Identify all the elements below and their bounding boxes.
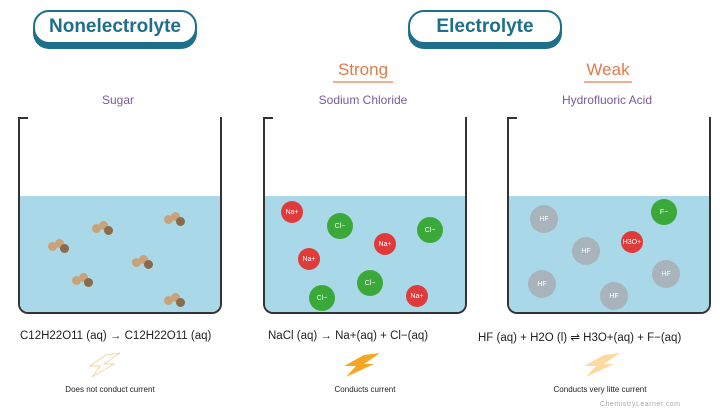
nacl-equation: NaCl (aq) → Na+(aq) + Cl−(aq)	[268, 330, 429, 342]
sodium-ion: Na+	[406, 285, 428, 307]
sugar-equation: C12H22O11 (aq) → C12H22O11 (aq)	[20, 330, 212, 342]
hydrofluoric-acid-label: Hydrofluoric Acid	[561, 93, 653, 107]
sugar-molecule	[164, 212, 186, 226]
chloride-ion: Cl−	[357, 270, 383, 296]
sodium-ion: Na+	[281, 201, 303, 223]
nonelectrolyte-header: Nonelectrolyte	[33, 10, 197, 44]
hf-molecule: HF	[572, 237, 600, 265]
chloride-ion: Cl−	[327, 213, 353, 239]
current-bolt-icon	[344, 353, 380, 377]
water	[20, 196, 220, 312]
hf-conductivity-note: Conducts very litte current	[553, 385, 647, 394]
hf-equation: HF (aq) + H2O (l) ⇌ H3O+(aq) + F−(aq)	[478, 332, 682, 344]
chloride-ion: Cl−	[417, 217, 443, 243]
watermark: ChemistryLearner.com	[600, 401, 681, 408]
fluoride-ion: F−	[651, 199, 677, 225]
sodium-ion: Na+	[374, 233, 396, 255]
weak-subheader: Weak	[584, 60, 632, 83]
hf-molecule: HF	[528, 270, 556, 298]
hf-molecule: HF	[652, 260, 680, 288]
sugar-molecule	[72, 273, 94, 287]
hf-beaker: HF HF H3O+ F− HF HF HF	[507, 117, 711, 314]
sugar-beaker	[18, 117, 222, 314]
hf-molecule: HF	[530, 205, 558, 233]
hf-molecule: HF	[600, 282, 628, 310]
hydronium-ion: H3O+	[621, 231, 643, 253]
sugar-label: Sugar	[101, 93, 135, 107]
sugar-molecule	[132, 255, 154, 269]
strong-subheader: Strong	[333, 60, 393, 83]
nacl-conductivity-note: Conducts current	[334, 385, 396, 394]
electrolyte-header: Electrolyte	[408, 10, 562, 44]
chloride-ion: Cl−	[309, 285, 335, 311]
sugar-molecule	[48, 239, 70, 253]
sugar-molecule	[92, 221, 114, 235]
sodium-chloride-label: Sodium Chloride	[318, 93, 408, 107]
weak-current-bolt-icon	[584, 353, 620, 377]
sugar-molecule	[164, 293, 186, 307]
no-current-bolt-icon	[88, 352, 121, 378]
sugar-conductivity-note: Does not conduct current	[65, 385, 155, 394]
nacl-beaker: Na+ Cl− Na+ Cl− Na+ Cl− Cl− Na+	[263, 117, 467, 314]
sodium-ion: Na+	[298, 248, 320, 270]
